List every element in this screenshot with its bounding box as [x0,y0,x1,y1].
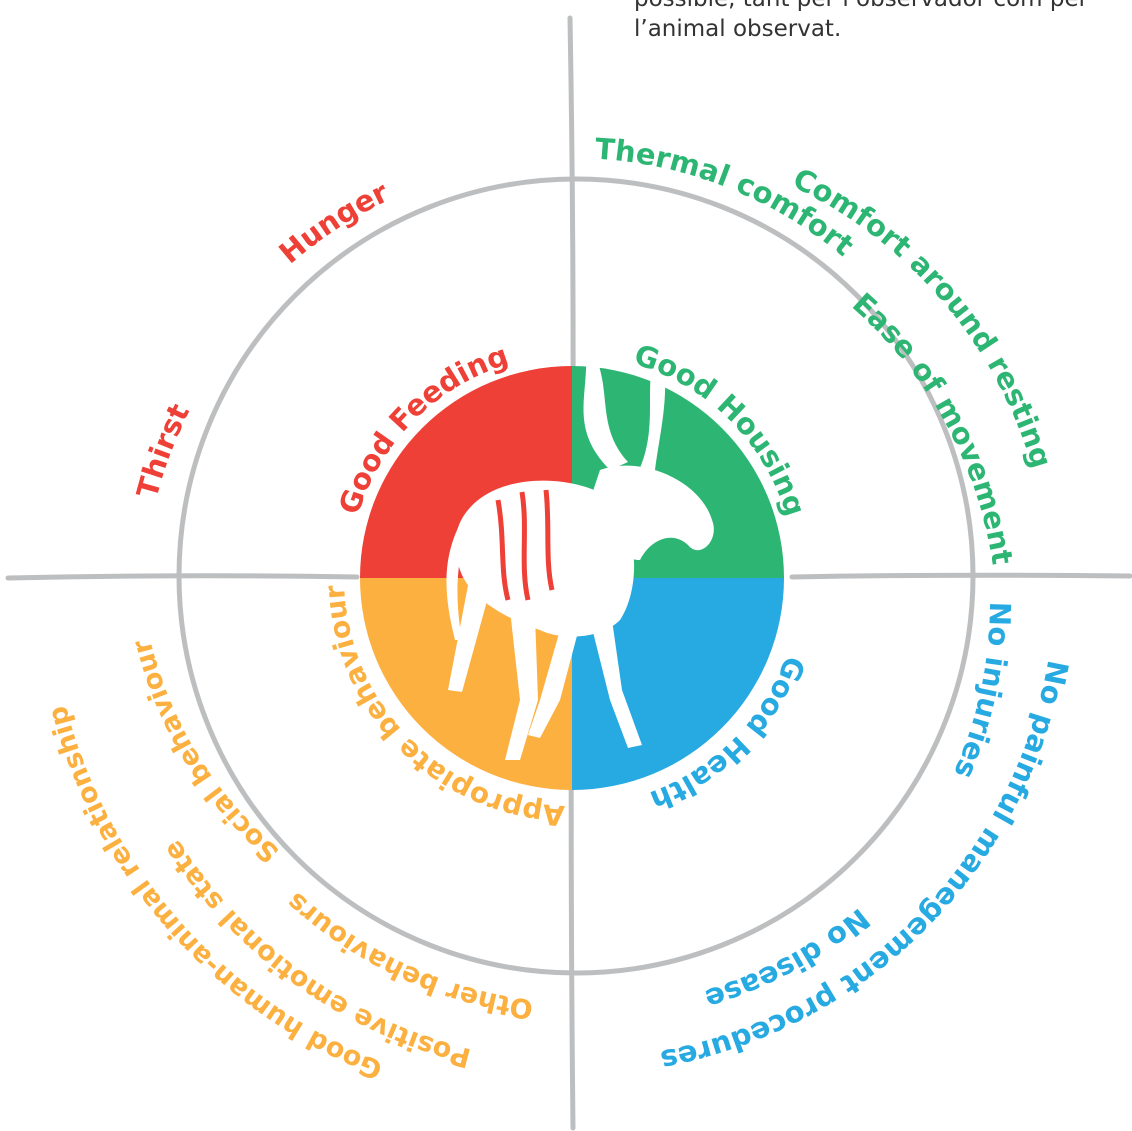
criterion-social-behaviour: Social behaviour [126,636,285,869]
criterion-comfort-around-resting: Comfort around resting [788,161,1059,472]
criterion-hunger: Hunger [272,175,394,270]
intro-text: possible, tant per l’observador com per … [634,0,1088,42]
kudu-stripes [495,489,555,601]
criterion-thirst: Thirst [130,398,196,501]
outer-ring [176,176,976,976]
